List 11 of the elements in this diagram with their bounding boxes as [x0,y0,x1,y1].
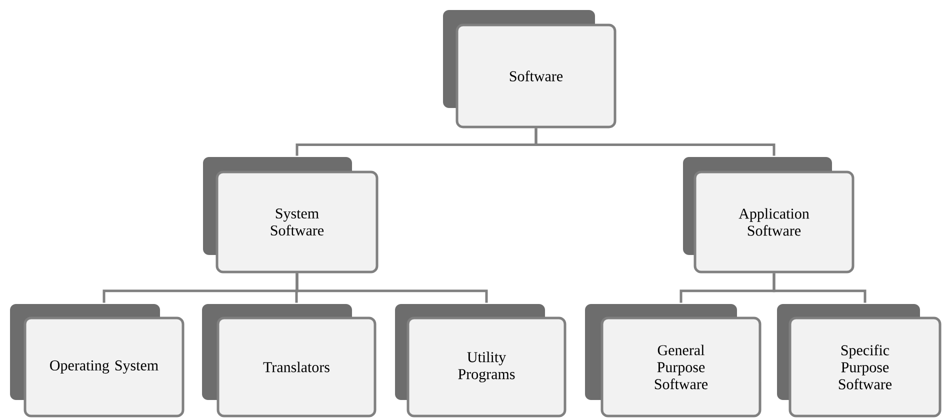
box: Application Software [683,157,854,274]
box: Utility Programs [395,304,566,418]
box: Translators [202,304,376,418]
box: Operating System [10,304,184,418]
connector [296,273,488,303]
connector [772,273,866,303]
connector [534,128,776,156]
box: Software [443,10,616,128]
box: General Purpose Software [585,304,762,418]
box: System Software [203,157,378,274]
box: Specific Purpose Software [777,304,942,418]
